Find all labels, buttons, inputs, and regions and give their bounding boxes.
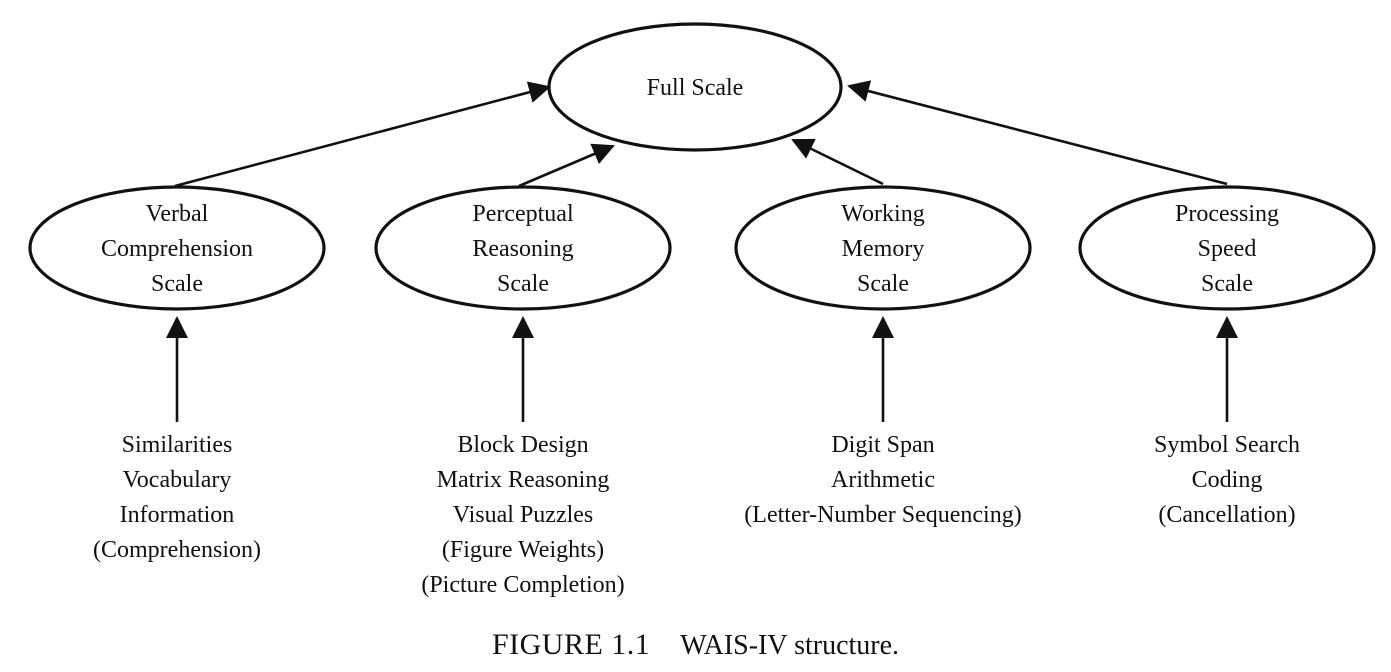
node-processing-speed-label-line: Processing: [1175, 201, 1279, 227]
subtest-label: Visual Puzzles: [453, 502, 594, 528]
node-processing-speed-label-line: Scale: [1201, 271, 1253, 297]
node-verbal-comprehension-ellipse: [28, 185, 326, 311]
subtest-label: (Comprehension): [93, 537, 261, 563]
node-perceptual-reasoning-label-line: Reasoning: [472, 236, 573, 262]
edge-verbal-comprehension-to-full-scale: [174, 81, 551, 188]
subtest-label: Block Design: [457, 432, 588, 458]
node-processing-speed-ellipse: [1078, 185, 1376, 311]
node-full-scale-label: Full Scale: [647, 75, 744, 101]
figure-caption-label: FIGURE 1.1: [491, 628, 651, 661]
subtest-label: Coding: [1192, 467, 1263, 493]
node-full-scale-ellipse: [547, 22, 843, 152]
scales-layer: VerbalComprehensionScalePerceptualReason…: [28, 185, 1376, 311]
subtest-label: (Figure Weights): [442, 537, 604, 563]
node-processing-speed-label-line: Speed: [1198, 236, 1257, 262]
node-working-memory-label-line: Scale: [857, 271, 909, 297]
subtest-label: Matrix Reasoning: [437, 467, 610, 493]
edge-perceptual-reasoning-to-full-scale: [518, 143, 615, 188]
subtest-label: Digit Span: [831, 432, 934, 458]
subtest-label: Similarities: [122, 432, 233, 458]
node-perceptual-reasoning-label-line: Perceptual: [472, 201, 574, 227]
subtest-label: Symbol Search: [1154, 432, 1300, 458]
node-perceptual-reasoning-label-line: Scale: [497, 271, 549, 297]
wais-iv-structure-diagram: Full Scale VerbalComprehensionScalePerce…: [28, 22, 1376, 598]
figure-caption: FIGURE 1.1 WAIS-IV structure.: [0, 628, 1391, 662]
node-verbal-comprehension-label-line: Verbal: [146, 201, 209, 227]
node-working-memory-label-line: Memory: [842, 236, 925, 262]
subtest-label: (Cancellation): [1158, 502, 1295, 528]
node-working-memory-ellipse: [734, 185, 1032, 311]
node-working-memory-label-line: Working: [841, 201, 924, 227]
node-verbal-comprehension-label-line: Comprehension: [101, 236, 253, 262]
subtest-label: Vocabulary: [123, 467, 232, 493]
node-full-scale: Full Scale: [547, 22, 843, 152]
edge-processing-speed-to-full-scale: [847, 80, 1228, 186]
node-verbal-comprehension-label-line: Scale: [151, 271, 203, 297]
subtest-label: Information: [120, 502, 235, 528]
edges-layer: [166, 80, 1238, 422]
subtest-label: (Picture Completion): [421, 572, 624, 598]
edge-working-memory-to-full-scale: [791, 138, 884, 186]
subtest-label: Arithmetic: [831, 467, 935, 493]
figure-caption-text: WAIS-IV structure.: [680, 630, 900, 661]
subtest-label: (Letter-Number Sequencing): [744, 502, 1021, 528]
node-perceptual-reasoning-ellipse: [374, 185, 672, 311]
